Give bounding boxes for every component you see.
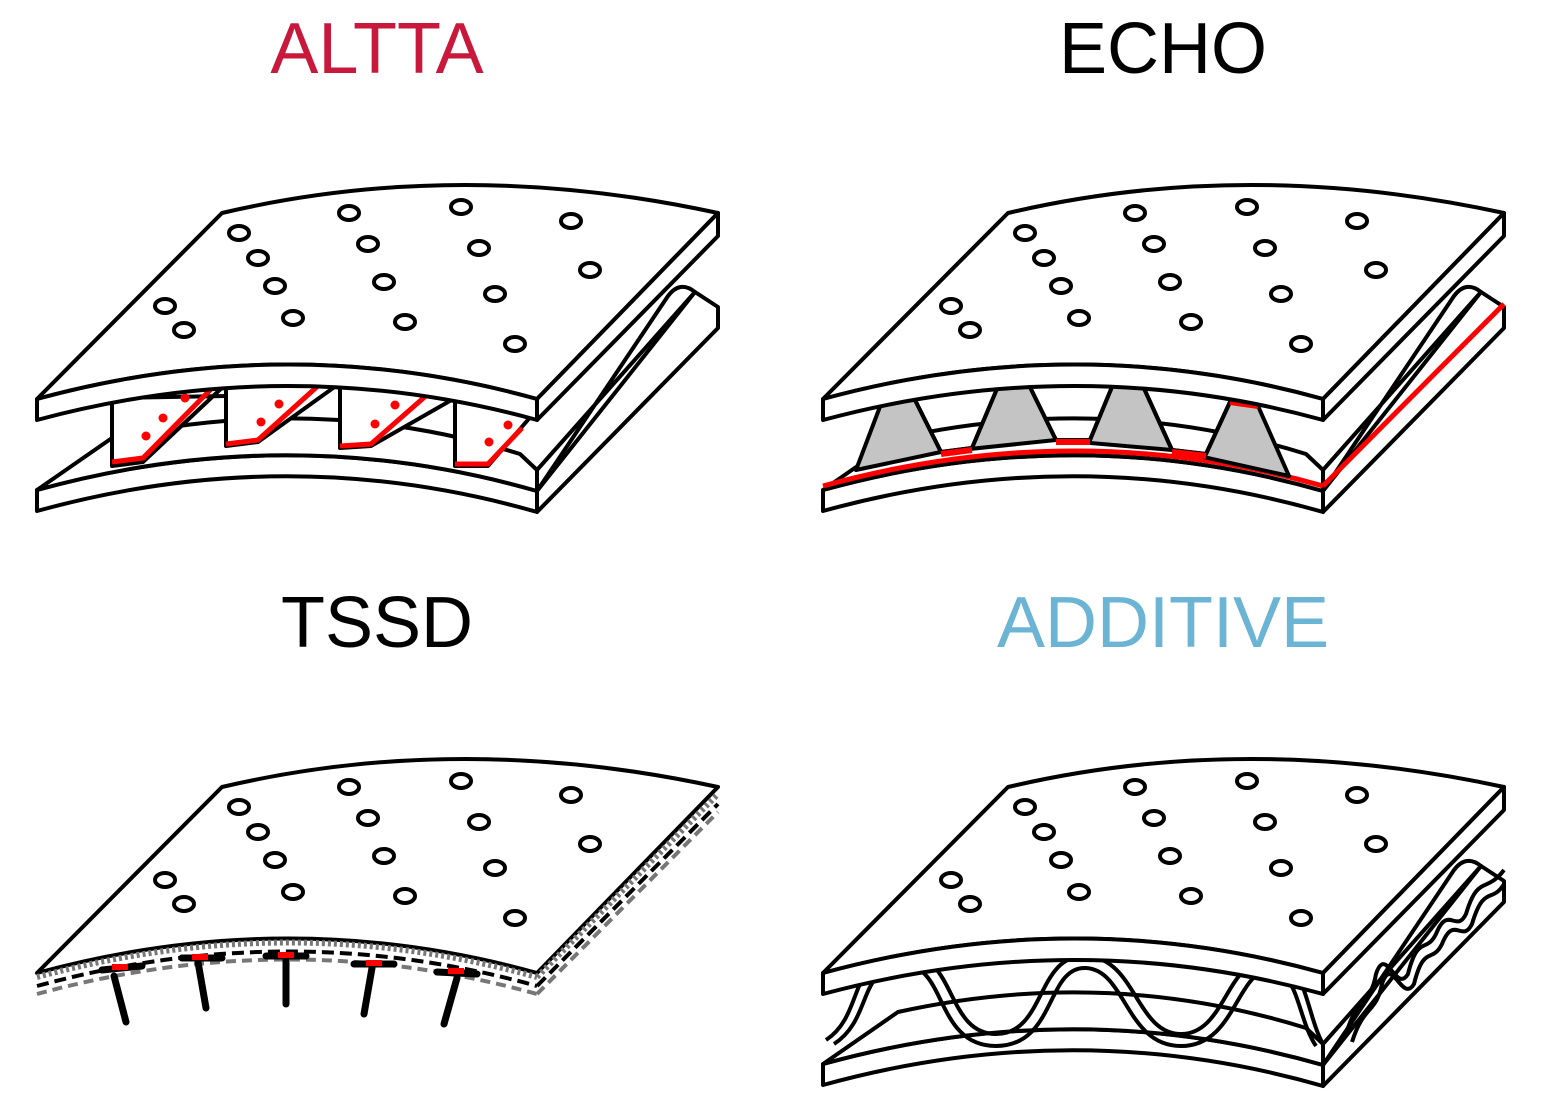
echo-title: ECHO <box>1059 9 1267 89</box>
echo-panel: ECHO <box>821 9 1506 514</box>
tssd-panel: TSSD <box>35 583 721 1028</box>
additive-face-sheet <box>821 757 1506 996</box>
tssd-textile-layers <box>36 791 721 996</box>
altta-adhesive-dots <box>141 378 513 447</box>
tssd-standoffs <box>98 952 481 1028</box>
altta-face-sheet <box>35 183 720 422</box>
altta-panel: ALTTA <box>35 9 720 514</box>
echo-face-sheet <box>821 183 1506 422</box>
additive-panel: ADDITIVE <box>821 583 1506 1088</box>
additive-title: ADDITIVE <box>997 583 1329 663</box>
tssd-adhesive-marks <box>112 952 464 974</box>
tssd-title: TSSD <box>281 583 473 663</box>
tssd-face-sheet <box>35 757 720 975</box>
altta-title: ALTTA <box>270 9 483 89</box>
